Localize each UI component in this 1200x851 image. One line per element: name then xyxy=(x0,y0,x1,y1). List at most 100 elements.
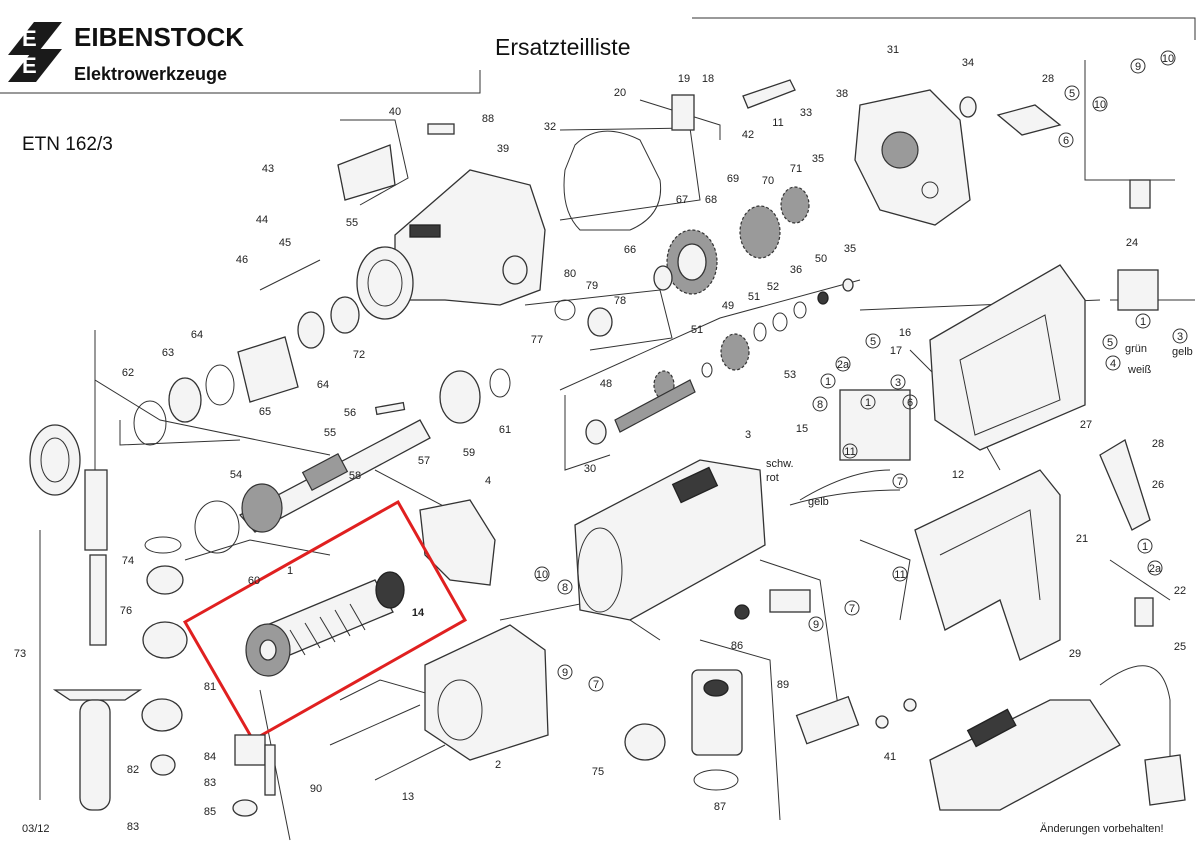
callout-9: 9 xyxy=(562,667,568,679)
wire-label-gelb-top: gelb xyxy=(1172,346,1193,358)
stator xyxy=(424,624,549,761)
callout-circle xyxy=(808,616,824,632)
callout-circle xyxy=(1058,132,1074,148)
callout-circle xyxy=(1160,50,1176,66)
callout-5: 5 xyxy=(1107,337,1113,349)
callout-8: 8 xyxy=(562,582,568,594)
callout-4: 4 xyxy=(1110,358,1116,370)
callout-60: 60 xyxy=(248,575,260,587)
callout-59: 59 xyxy=(463,447,475,459)
callout-9: 9 xyxy=(813,619,819,631)
callout-2a: 2a xyxy=(837,359,850,371)
callout-49: 49 xyxy=(722,300,734,312)
callout-63: 63 xyxy=(162,347,174,359)
callout-7: 7 xyxy=(593,679,599,691)
callout-circle xyxy=(1105,355,1121,371)
collars xyxy=(141,536,666,776)
callout-12: 12 xyxy=(952,469,964,481)
callout-61: 61 xyxy=(499,424,511,436)
callout-33: 33 xyxy=(800,107,812,119)
callout-69: 69 xyxy=(727,173,739,185)
callout-73: 73 xyxy=(14,648,26,660)
gear-housing xyxy=(356,169,546,320)
disclaimer: Änderungen vorbehalten! xyxy=(1040,823,1164,835)
callout-90: 90 xyxy=(310,783,322,795)
callout-circle xyxy=(842,443,858,459)
wire-label-gruen: grün xyxy=(1125,343,1147,355)
callout-10: 10 xyxy=(536,569,548,581)
wire-label-rot: rot xyxy=(766,472,779,484)
callout-3: 3 xyxy=(745,429,751,441)
callout-circle xyxy=(1137,538,1153,554)
callout-circle xyxy=(902,394,918,410)
brand-subtitle: Elektrowerkzeuge xyxy=(74,64,227,84)
callout-64: 64 xyxy=(317,379,329,391)
callout-circle xyxy=(812,396,828,412)
callout-5: 5 xyxy=(1069,88,1075,100)
callout-83: 83 xyxy=(204,777,216,789)
callout-85: 85 xyxy=(204,806,216,818)
callout-circle xyxy=(588,676,604,692)
armature xyxy=(245,571,405,677)
callout-68: 68 xyxy=(705,194,717,206)
callout-56: 56 xyxy=(344,407,356,419)
callout-circle xyxy=(865,333,881,349)
callout-62: 62 xyxy=(122,367,134,379)
auxiliary-handle xyxy=(29,330,143,811)
electronic-module xyxy=(929,699,1121,811)
callout-20: 20 xyxy=(614,87,626,99)
callout-83: 83 xyxy=(127,821,139,833)
revision-date: 03/12 xyxy=(22,823,50,835)
small-parts xyxy=(259,79,1062,781)
callout-9: 9 xyxy=(1135,61,1141,73)
callout-42: 42 xyxy=(742,129,754,141)
callout-28: 28 xyxy=(1152,438,1164,450)
sleeve xyxy=(237,336,299,403)
callout-circle xyxy=(1092,96,1108,112)
gears xyxy=(653,186,810,400)
callout-65: 65 xyxy=(259,406,271,418)
callout-28: 28 xyxy=(1042,73,1054,85)
callout-41: 41 xyxy=(884,751,896,763)
callout-77: 77 xyxy=(531,334,543,346)
callout-circle xyxy=(557,579,573,595)
svg-text:E: E xyxy=(22,53,37,78)
spindle-seal xyxy=(194,500,240,554)
callout-circle xyxy=(1172,328,1188,344)
callout-7: 7 xyxy=(897,476,903,488)
callout-4: 4 xyxy=(485,475,491,487)
callout-35: 35 xyxy=(844,243,856,255)
callout-circle xyxy=(820,373,836,389)
callout-26: 26 xyxy=(1152,479,1164,491)
callout-29: 29 xyxy=(1069,648,1081,660)
callout-circle xyxy=(860,394,876,410)
callout-66: 66 xyxy=(624,244,636,256)
callout-8: 8 xyxy=(817,399,823,411)
callout-10: 10 xyxy=(1162,53,1174,65)
callout-75: 75 xyxy=(592,766,604,778)
callout-78: 78 xyxy=(614,295,626,307)
drill-chuck xyxy=(691,669,743,791)
callout-11: 11 xyxy=(772,117,783,129)
callout-32: 32 xyxy=(544,121,556,133)
callout-55: 55 xyxy=(346,217,358,229)
callout-89: 89 xyxy=(777,679,789,691)
callout-80: 80 xyxy=(564,268,576,280)
callout-circle xyxy=(1147,560,1163,576)
callout-6: 6 xyxy=(907,397,913,409)
callout-82: 82 xyxy=(127,764,139,776)
callout-3: 3 xyxy=(895,377,901,389)
armature-highlight xyxy=(182,499,468,743)
callout-27: 27 xyxy=(1080,419,1092,431)
callout-19: 19 xyxy=(678,73,690,85)
callout-circle xyxy=(557,664,573,680)
callout-79: 79 xyxy=(586,280,598,292)
callout-31: 31 xyxy=(887,44,899,56)
callout-46: 46 xyxy=(236,254,248,266)
callout-1: 1 xyxy=(287,565,293,577)
callout-54: 54 xyxy=(230,469,242,481)
callout-5: 5 xyxy=(870,336,876,348)
bearings xyxy=(133,96,977,446)
callout-14: 14 xyxy=(412,607,425,619)
